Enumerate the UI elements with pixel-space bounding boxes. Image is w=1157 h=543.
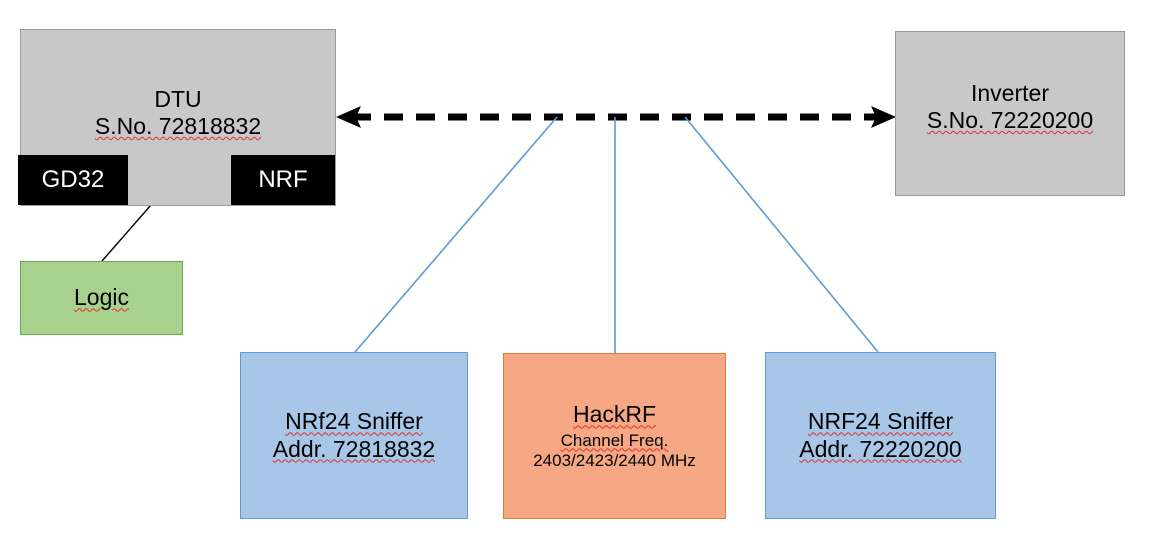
gd32-label: GD32 — [41, 165, 105, 193]
node-sniffer-left[interactable]: NRf24 Sniffer Addr. 72818832 — [240, 352, 468, 519]
dtu-title: DTU — [154, 86, 202, 112]
rf-link-arrowhead-right — [871, 106, 896, 128]
sniffer-right-address: Addr. 72220200 — [799, 435, 962, 462]
hackrf-title: HackRF — [572, 401, 657, 428]
node-sniffer-right[interactable]: NRF24 Sniffer Addr. 72220200 — [765, 352, 996, 519]
rf-link-arrowhead-left — [336, 106, 361, 128]
inverter-serial: S.No. 72220200 — [926, 107, 1094, 134]
sniffer-left-tap-line — [354, 116, 558, 353]
logic-label: Logic — [74, 284, 129, 311]
sniffer-left-title: NRf24 Sniffer — [285, 408, 423, 435]
node-nrf[interactable]: NRF — [231, 155, 335, 205]
sniffer-right-tap-line — [684, 116, 879, 353]
node-logic[interactable]: Logic — [20, 261, 183, 335]
sniffer-left-address: Addr. 72818832 — [272, 435, 436, 462]
inverter-title: Inverter — [971, 80, 1049, 106]
node-inverter[interactable]: Inverter S.No. 72220200 — [895, 31, 1125, 196]
sniffer-right-title: NRF24 Sniffer — [807, 408, 954, 435]
hackrf-frequencies: 2403/2423/2440 MHz — [533, 450, 696, 470]
node-gd32[interactable]: GD32 — [18, 155, 128, 205]
nrf-label: NRF — [258, 165, 308, 193]
dtu-serial: S.No. 72818832 — [94, 113, 262, 140]
node-hackrf[interactable]: HackRF Channel Freq. 2403/2423/2440 MHz — [503, 353, 726, 519]
hackrf-channel-label: Channel Freq. — [560, 430, 669, 450]
